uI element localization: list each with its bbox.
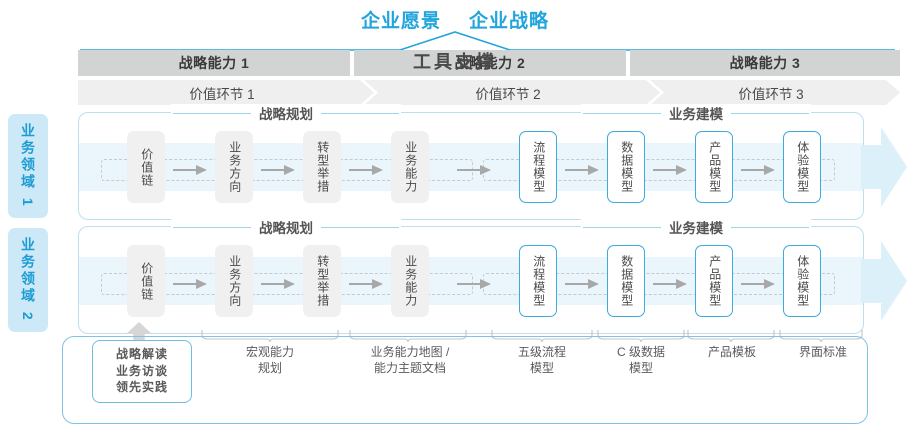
value-chain-label-1: 价值环节 1 — [189, 86, 255, 102]
tool-item-label-1: 宏观能力 规划 — [245, 345, 294, 376]
tile-experience-model[interactable]: 体验模型 — [783, 131, 821, 203]
capability-cell-3: 战略能力 3 — [630, 50, 900, 76]
section-caption-planning-1: 战略规划 — [171, 104, 401, 122]
domain-tag-label-2: 业务领域 2 — [20, 237, 36, 323]
tool-item-label-6: 界面标准 — [798, 345, 847, 359]
arrow-icon — [261, 165, 295, 175]
tool-support-title: 工具支撑 — [413, 52, 497, 72]
domain-tag-2: 业务领域 2 — [8, 228, 48, 332]
arrow-icon — [741, 165, 775, 175]
arrow-icon — [349, 165, 383, 175]
value-chain-label-2: 价值环节 2 — [475, 86, 541, 102]
brace-icon — [687, 330, 775, 342]
tool-item-1: 宏观能力 规划 — [210, 344, 330, 376]
tile-business-direction[interactable]: 业务方向 — [215, 245, 253, 317]
section-caption-planning-2: 战略规划 — [171, 218, 401, 236]
tile-business-capability[interactable]: 业务能力 — [391, 245, 429, 317]
tile-value-chain[interactable]: 价值链 — [127, 245, 165, 317]
arrow-icon — [349, 279, 383, 289]
capability-cell-2: 战略能力 2 — [354, 50, 626, 76]
domain-tag-label-1: 业务领域 1 — [20, 123, 36, 209]
section-caption-modeling-1: 业务建模 — [581, 104, 811, 122]
brace-icon — [201, 330, 339, 342]
tile-business-capability[interactable]: 业务能力 — [391, 131, 429, 203]
arrow-icon — [457, 279, 491, 289]
arrow-icon — [261, 279, 295, 289]
tool-item-label-4: C 级数据 模型 — [616, 345, 665, 376]
value-chain-cell-2: 价值环节 2 — [364, 80, 660, 105]
capability-band: 战略能力 1 战略能力 2 战略能力 3 — [78, 50, 900, 76]
tile-product-model[interactable]: 产品模型 — [695, 245, 733, 317]
domain-row-2: 战略规划 业务建模 价值链 业务方向 转型举措 业务能力 流程模型 数据模型 产… — [78, 218, 907, 334]
arrow-icon — [565, 165, 599, 175]
value-chain-cell-1: 价值环节 1 — [78, 80, 374, 105]
tool-item-5: 产品模板 — [686, 344, 778, 360]
tool-item-0[interactable]: 战略解读 业务访谈 领先实践 — [92, 340, 192, 403]
tool-item-6: 界面标准 — [778, 344, 868, 360]
tile-transformation-measures[interactable]: 转型举措 — [303, 131, 341, 203]
brace-icon — [349, 330, 467, 342]
tile-transformation-measures[interactable]: 转型举措 — [303, 245, 341, 317]
value-chain-label-3: 价值环节 3 — [738, 86, 804, 102]
arrow-icon — [457, 165, 491, 175]
arrow-icon — [653, 279, 687, 289]
tile-business-direction[interactable]: 业务方向 — [215, 131, 253, 203]
tile-value-chain[interactable]: 价值链 — [127, 131, 165, 203]
top-titles: 企业愿景 企业战略 — [0, 6, 910, 33]
tool-item-label-5: 产品模板 — [707, 345, 756, 359]
section-caption-modeling-2: 业务建模 — [581, 218, 811, 236]
tile-data-model[interactable]: 数据模型 — [607, 131, 645, 203]
arrow-icon — [741, 279, 775, 289]
tool-item-label-2: 业务能力地图 / 能力主题文档 — [370, 345, 450, 376]
flow-arrow-head-icon — [861, 127, 907, 207]
tile-process-model[interactable]: 流程模型 — [519, 245, 557, 317]
value-chain-band: 价值环节 1 价值环节 2 价值环节 3 — [78, 80, 900, 105]
tool-item-label-0: 战略解读 业务访谈 领先实践 — [115, 347, 168, 395]
tile-process-model[interactable]: 流程模型 — [519, 131, 557, 203]
tile-experience-model[interactable]: 体验模型 — [783, 245, 821, 317]
brace-icon — [491, 330, 593, 342]
domain-row-1: 战略规划 业务建模 价值链 业务方向 转型举措 业务能力 流程模型 数据模型 产… — [78, 104, 907, 220]
value-chain-cell-3: 价值环节 3 — [650, 80, 900, 105]
arrow-icon — [173, 279, 207, 289]
tool-item-3: 五级流程 模型 — [492, 344, 592, 376]
flow-arrow-head-icon — [861, 241, 907, 321]
arrow-icon — [565, 279, 599, 289]
tile-data-model[interactable]: 数据模型 — [607, 245, 645, 317]
tool-item-label-3: 五级流程 模型 — [517, 345, 566, 376]
tile-product-model[interactable]: 产品模型 — [695, 131, 733, 203]
title-enterprise-strategy: 企业战略 — [469, 11, 550, 32]
brace-icon — [597, 330, 685, 342]
title-enterprise-vision: 企业愿景 — [360, 11, 441, 32]
tool-support-container — [62, 336, 868, 424]
tool-item-4: C 级数据 模型 — [594, 344, 688, 376]
domain-tag-1: 业务领域 1 — [8, 114, 48, 218]
capability-cell-1: 战略能力 1 — [78, 50, 350, 76]
arrow-icon — [653, 165, 687, 175]
tool-item-2: 业务能力地图 / 能力主题文档 — [348, 344, 472, 376]
arrow-icon — [173, 165, 207, 175]
